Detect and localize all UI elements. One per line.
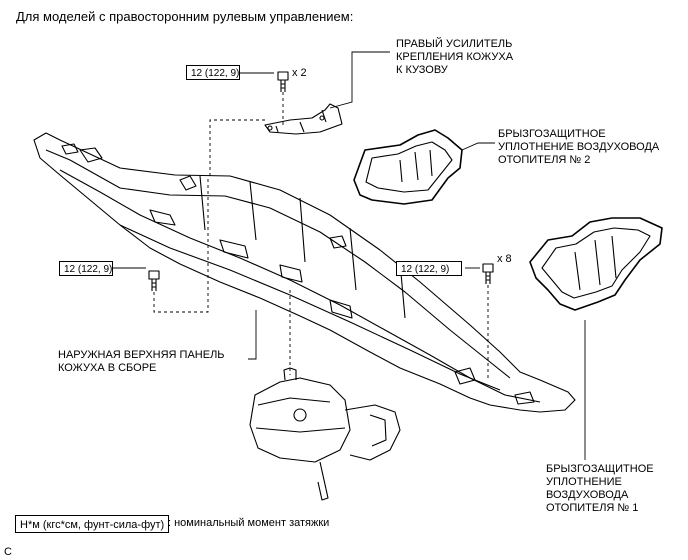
bolt-left-drawing [148,270,160,291]
callout-line: УПЛОТНЕНИЕ [546,476,622,488]
leader-lines [113,51,586,460]
bolt-top-drawing [277,71,289,92]
callout-line: ПРАВЫЙ УСИЛИТЕЛЬ [396,38,513,50]
right-reinforcement-drawing [264,103,343,135]
callout-line: ОТОПИТЕЛЯ № 1 [546,502,639,514]
torque-box-top: 12 (122, 9) [186,65,240,80]
callout-outer-panel: НАРУЖНАЯ ВЕРХНЯЯ ПАНЕЛЬ КОЖУХА В СБОРЕ [58,349,225,375]
callout-seal-no1: БРЫЗГОЗАЩИТНОЕ УПЛОТНЕНИЕ ВОЗДУХОВОДА ОТ… [546,463,654,515]
quantity-top: x 2 [292,67,307,79]
callout-line: БРЫЗГОЗАЩИТНОЕ [546,463,654,475]
callout-line: ОТОПИТЕЛЯ № 2 [498,154,591,166]
bolt-right-drawing [482,263,494,284]
callout-line: УПЛОТНЕНИЕ ВОЗДУХОВОДА [498,141,660,153]
reservoir-drawing [249,367,401,501]
page-heading: Для моделей с правосторонним рулевым упр… [16,9,354,24]
corner-mark: C [4,546,12,558]
outer-cowl-panel-drawing [33,132,576,413]
callout-line: К КУЗОВУ [396,64,448,76]
callout-line: БРЫЗГОЗАЩИТНОЕ [498,128,606,140]
callout-line: НАРУЖНАЯ ВЕРХНЯЯ ПАНЕЛЬ [58,349,225,361]
legend-units-box: Н*м (кгс*см, фунт-сила-фут) [15,515,170,533]
callout-line: КОЖУХА В СБОРЕ [58,362,157,374]
callout-line: ВОЗДУХОВОДА [546,489,629,501]
callout-line: КРЕПЛЕНИЯ КОЖУХА [396,51,514,63]
callout-right-reinforcement: ПРАВЫЙ УСИЛИТЕЛЬ КРЕПЛЕНИЯ КОЖУХА К КУЗО… [396,38,513,77]
dashed-guides [153,92,489,380]
quantity-right: x 8 [497,253,512,265]
seal-no1-drawing [529,217,663,311]
torque-box-left: 12 (122, 9) [59,261,113,276]
torque-box-right: 12 (122, 9) [396,261,462,276]
seal-no2-drawing [353,129,463,205]
callout-seal-no2: БРЫЗГОЗАЩИТНОЕ УПЛОТНЕНИЕ ВОЗДУХОВОДА ОТ… [498,128,659,167]
legend-description: : номинальный момент затяжки [168,517,330,529]
